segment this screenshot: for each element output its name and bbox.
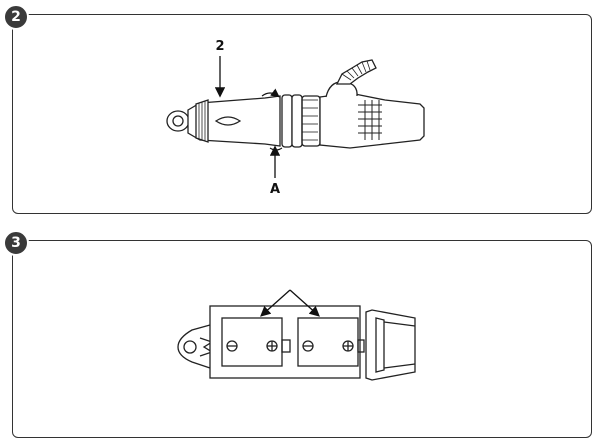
device-side-view: [166, 59, 425, 149]
callout-a-label: A: [270, 182, 280, 197]
callout-2-label: 2: [215, 39, 224, 54]
rotate-arrow-bottom: [269, 147, 283, 151]
rotate-arrow-top: [261, 88, 280, 98]
battery-compartment: [177, 305, 416, 381]
step-3-badge: 3: [3, 230, 29, 256]
step-2-badge: 2: [3, 4, 29, 30]
battery-2-arrow: [289, 289, 320, 317]
battery-1-arrow: [260, 289, 291, 317]
